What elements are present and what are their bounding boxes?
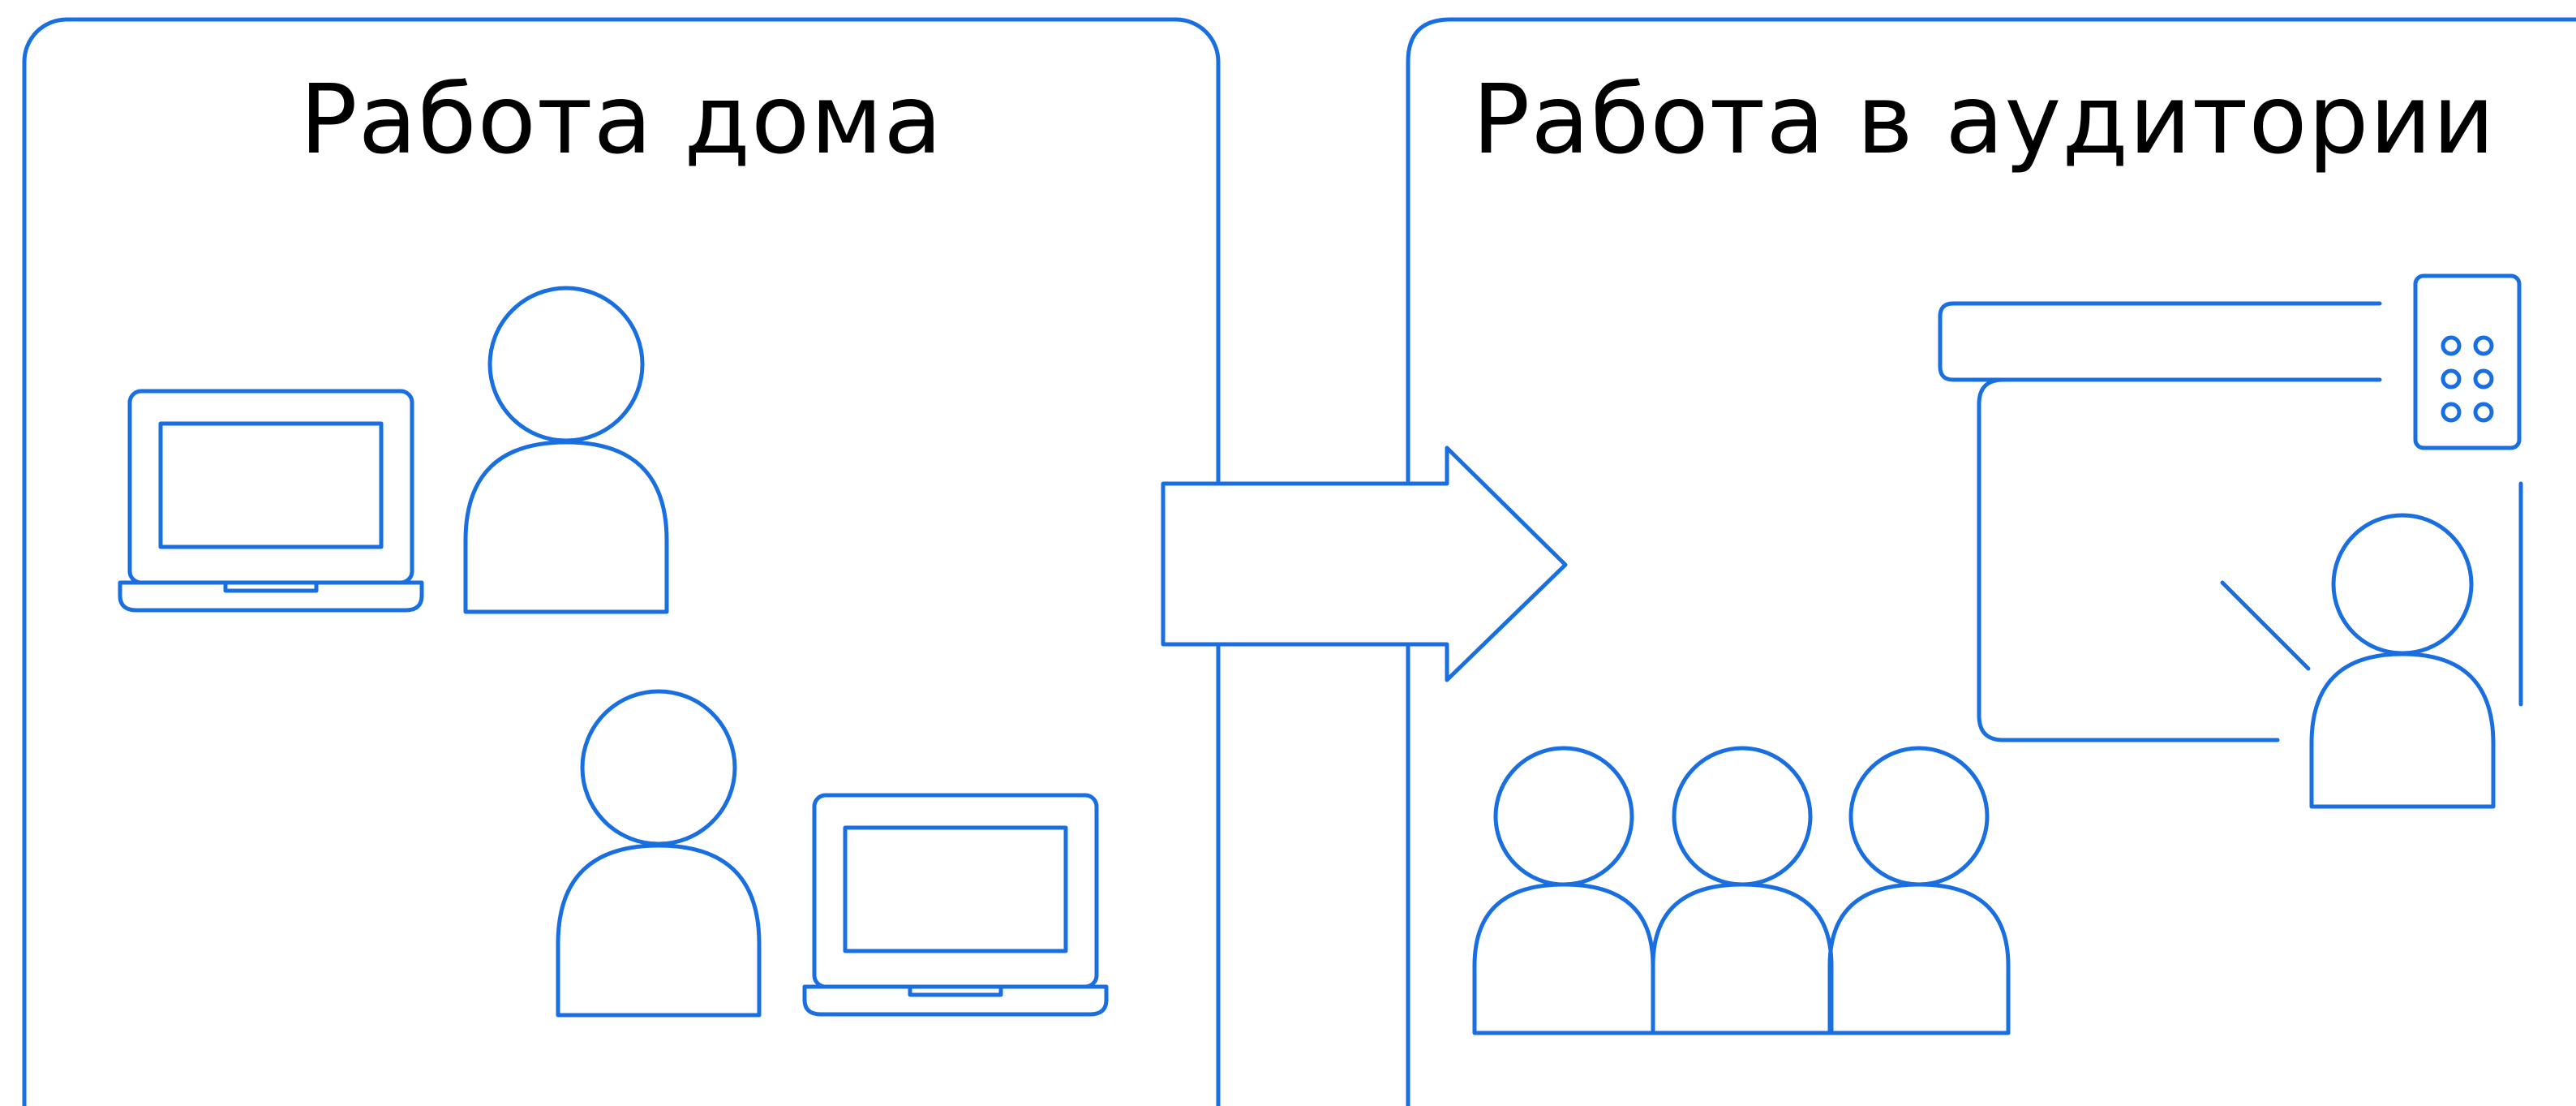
person-icon (463, 286, 669, 614)
classroom-panel-title: Работа в аудитории (1472, 63, 2496, 175)
pointer-icon (2220, 580, 2311, 671)
laptop-icon (802, 793, 1109, 1017)
home-panel-title: Работа дома (299, 63, 943, 175)
right-arrow-icon (1161, 445, 1568, 682)
home-panel-frame (22, 17, 1221, 1106)
classroom-panel-frame (1406, 17, 2576, 1106)
projector-screen-icon (1938, 301, 2382, 742)
person-icon (556, 689, 762, 1018)
audience-person-icon (1827, 746, 2011, 1035)
laptop-icon (118, 389, 424, 613)
presenter-icon (2309, 513, 2496, 809)
audience-person-icon (1472, 746, 1655, 1035)
remote-control-icon (2413, 273, 2522, 450)
audience-person-icon (1651, 746, 1834, 1035)
